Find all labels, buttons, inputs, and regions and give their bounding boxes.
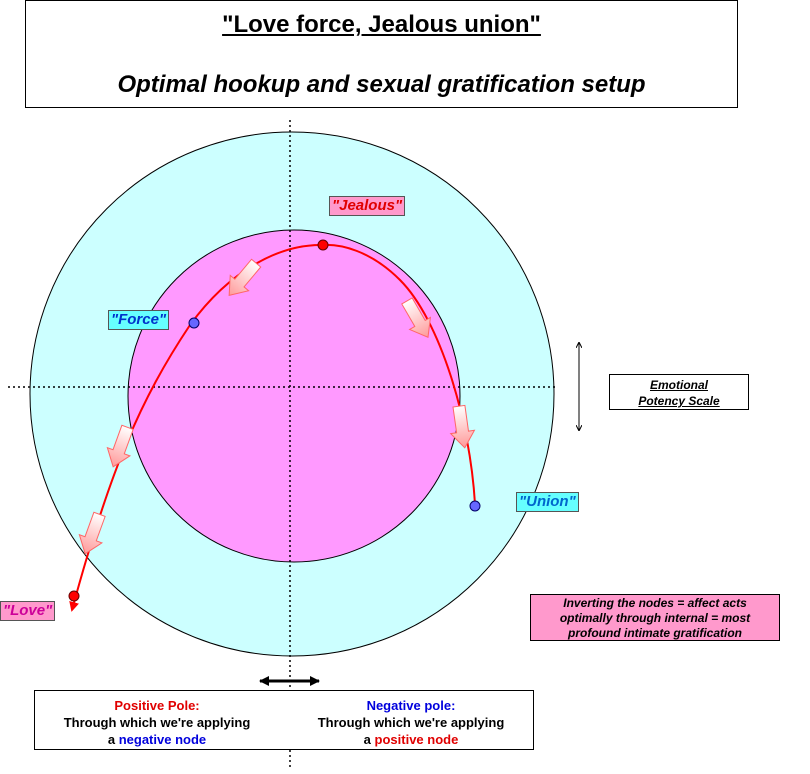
flow-arrow-icon (449, 404, 476, 449)
love-node (68, 590, 80, 602)
emotional-potency-scale-box: Emotional Potency Scale (609, 374, 749, 410)
negative-pole-prefix: a (363, 732, 371, 747)
note-line2: optimally through internal = most (559, 611, 751, 625)
union-node (469, 500, 481, 512)
positive-pole-heading: Positive Pole: (114, 698, 200, 713)
flow-arrow-icon (228, 258, 262, 296)
negative-pole-node: positive node (374, 732, 459, 747)
diagram-title: "Love force, Jealous union" (222, 11, 541, 38)
note-line3: profound intimate gratification (568, 626, 742, 640)
jealous-node (317, 239, 329, 251)
negative-pole: Negative pole: Through which we're apply… (291, 697, 531, 748)
union-label: "Union" (516, 492, 579, 512)
inner-circle (127, 229, 461, 563)
positive-pole: Positive Pole: Through which we're apply… (37, 697, 277, 748)
flow-arrow-icon (106, 424, 134, 468)
positive-pole-node: negative node (118, 732, 207, 747)
jealous-label: "Jealous" (329, 196, 406, 216)
scale-line1: Emotional (649, 378, 708, 392)
flow-arrow-icon (78, 511, 106, 555)
negative-pole-heading: Negative pole: (366, 698, 456, 713)
negative-pole-line1: Through which we're applying (317, 715, 505, 730)
flow-arrow-icon (401, 297, 432, 339)
scale-line2: Potency Scale (638, 394, 720, 408)
positive-pole-prefix: a (107, 732, 116, 747)
love-label: "Love" (0, 601, 56, 621)
positive-pole-line1: Through which we're applying (63, 715, 251, 730)
force-label: "Force" (108, 310, 170, 330)
title-box: "Love force, Jealous union" Optimal hook… (25, 0, 738, 108)
poles-box: Positive Pole: Through which we're apply… (34, 690, 534, 750)
force-node (188, 317, 200, 329)
note-line1: Inverting the nodes = affect acts (563, 596, 747, 610)
diagram-subtitle: Optimal hookup and sexual gratification … (117, 71, 646, 98)
inverting-note-box: Inverting the nodes = affect acts optima… (530, 594, 780, 641)
